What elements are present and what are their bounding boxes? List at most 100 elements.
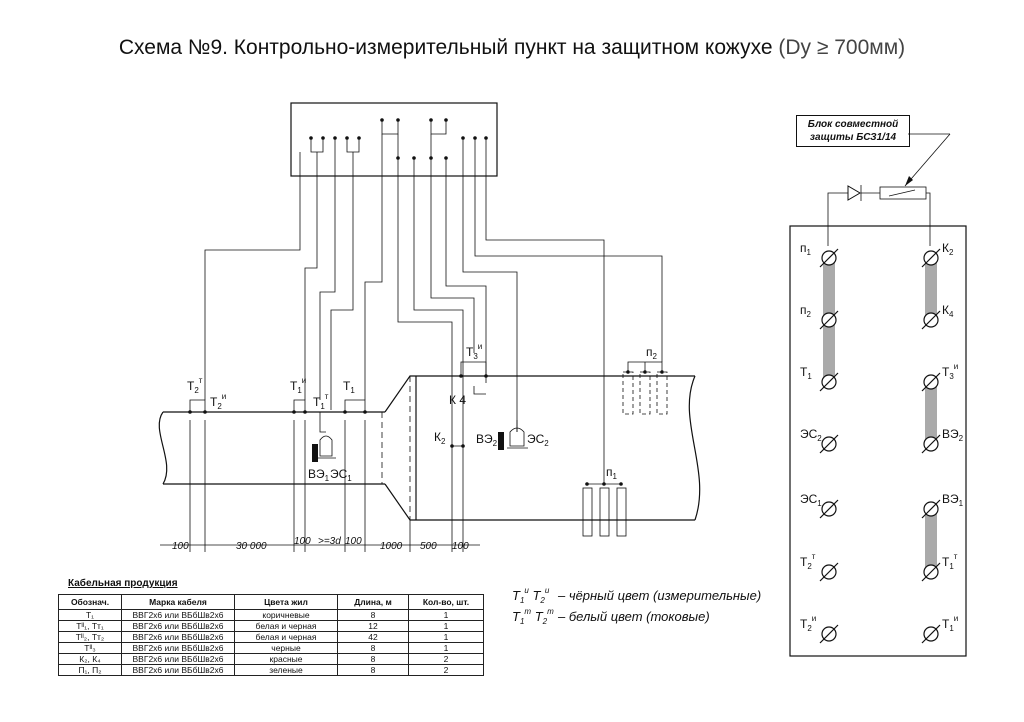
- cable-cell: 8: [337, 664, 409, 676]
- cable-cell: ВВГ2х6 или ВБбШв2х6: [121, 653, 235, 665]
- terminal-screw-icon: [819, 499, 839, 519]
- cable-header-cell: Марка кабеля: [121, 594, 235, 610]
- cable-cell: Тᴵᴵ₃: [58, 642, 122, 654]
- dim-500: 500: [420, 541, 437, 552]
- cable-cell: белая и черная: [234, 631, 338, 643]
- bsz-title-line1: Блок совместной: [807, 119, 899, 130]
- terminal-screw-icon: [921, 499, 941, 519]
- label-p1: п1: [606, 465, 618, 481]
- legend: Т1и Т2и – чёрный цвет (измерительные) Т1…: [512, 586, 761, 626]
- cable-cell: 2: [408, 653, 484, 665]
- terminal-screw-icon: [819, 562, 839, 582]
- electrodes-1: [312, 412, 336, 462]
- label-vz2: ВЭ2: [476, 432, 498, 448]
- pipe: [158, 375, 701, 521]
- label-es2: ЭС2: [527, 432, 549, 448]
- title-suffix: (Dy ≥ 700мм): [778, 36, 906, 59]
- cable-cell: ВВГ2х6 или ВБбШв2х6: [121, 664, 235, 676]
- anode-group-p2: [622, 361, 668, 415]
- dim-100-b: 100: [294, 536, 311, 547]
- dim-100-a: 100: [172, 541, 189, 552]
- diagram-title: Схема №9. Контрольно-измерительный пункт…: [0, 36, 1024, 60]
- terminal-screw-icon: [921, 562, 941, 582]
- cable-cell: 2: [408, 664, 484, 676]
- terminal-screw-icon: [921, 310, 941, 330]
- cable-cell: 12: [337, 620, 409, 632]
- label-t2-measure: Т2и: [210, 392, 226, 411]
- label-p2: п2: [646, 345, 658, 361]
- terminal-screw-icon: [921, 248, 941, 268]
- dim-100-d: 100: [452, 541, 469, 552]
- cable-cell: П₁, П₂: [58, 664, 122, 676]
- terminal-screw-icon: [819, 624, 839, 644]
- dim-30000: 30 000: [236, 541, 267, 552]
- legend-symbols-2: Т1т Т2т: [512, 607, 554, 626]
- terminal-screw-icon: [921, 624, 941, 644]
- terminal-label-right: Т1т: [942, 552, 958, 571]
- terminal-label-left: п2: [800, 303, 812, 319]
- pipe-taps: [188, 361, 488, 448]
- label-t2-current: Т2т: [187, 376, 203, 395]
- cable-cell: 1: [408, 631, 484, 643]
- cable-cell: зеленые: [234, 664, 338, 676]
- cable-cell: коричневые: [234, 609, 338, 621]
- cable-cell: 8: [337, 642, 409, 654]
- cable-cell: Т₁: [58, 609, 122, 621]
- dim-100-c: 100: [345, 536, 362, 547]
- terminal-screw-icon: [819, 248, 839, 268]
- label-vz1: ВЭ1: [308, 467, 330, 483]
- cable-cell: ВВГ2х6 или ВБбШв2х6: [121, 631, 235, 643]
- terminal-label-left: ЭС2: [800, 427, 822, 443]
- terminal-label-left: п1: [800, 241, 812, 257]
- cable-cell: 42: [337, 631, 409, 643]
- bsz-label-box: Блок совместной защиты БСЗ1/14: [796, 115, 910, 147]
- bsz-title-line2: защиты БСЗ1/14: [809, 132, 897, 143]
- cable-header-cell: Цвета жил: [234, 594, 338, 610]
- legend-text-1: – чёрный цвет (измерительные): [557, 588, 761, 603]
- cable-cell: ВВГ2х6 или ВБбШв2х6: [121, 620, 235, 632]
- cable-header-cell: Длина, м: [337, 594, 409, 610]
- terminal-block-box: [290, 102, 498, 177]
- cable-cell: К₂, К₄: [58, 653, 122, 665]
- terminal-screw-icon: [819, 310, 839, 330]
- terminal-screws: [819, 248, 941, 644]
- terminal-screw-icon: [921, 434, 941, 454]
- legend-text-2: – белый цвет (токовые): [557, 609, 710, 624]
- terminal-label-right: Т3и: [942, 362, 958, 381]
- label-t1: Т1: [343, 379, 355, 395]
- cable-cell: 1: [408, 620, 484, 632]
- terminal-label-right: ВЭ2: [942, 427, 964, 443]
- dimension-line: [160, 420, 480, 552]
- terminal-label-right: К2: [942, 241, 954, 257]
- terminal-label-right: К4: [942, 303, 954, 319]
- dim-1000: 1000: [380, 541, 403, 552]
- terminal-label-left: Т2и: [800, 614, 816, 633]
- cable-cell: Тᴵᴵ₂, Тт₂: [58, 631, 122, 643]
- cable-cell: 8: [337, 609, 409, 621]
- terminal-screw-icon: [921, 372, 941, 392]
- cable-cell: белая и черная: [234, 620, 338, 632]
- cable-cell: Тᴵᴵ₁, Тт₁: [58, 620, 122, 632]
- electrodes-2: [498, 420, 528, 450]
- cable-cell: красные: [234, 653, 338, 665]
- cable-header-cell: Кол-во, шт.: [408, 594, 484, 610]
- label-t1-measure: Т1и: [290, 376, 306, 395]
- label-t3-measure: Т3и: [466, 342, 482, 361]
- cable-cell: ВВГ2х6 или ВБбШв2х6: [121, 642, 235, 654]
- title-main: Схема №9. Контрольно-измерительный пункт…: [118, 36, 773, 59]
- terminal-label-right: Т1и: [942, 614, 958, 633]
- cable-cell: ВВГ2х6 или ВБбШв2х6: [121, 609, 235, 621]
- dim-3d: >=3d: [318, 536, 341, 547]
- terminal-panel: [789, 225, 967, 657]
- terminal-screw-icon: [819, 372, 839, 392]
- bsz-unit: [827, 133, 951, 246]
